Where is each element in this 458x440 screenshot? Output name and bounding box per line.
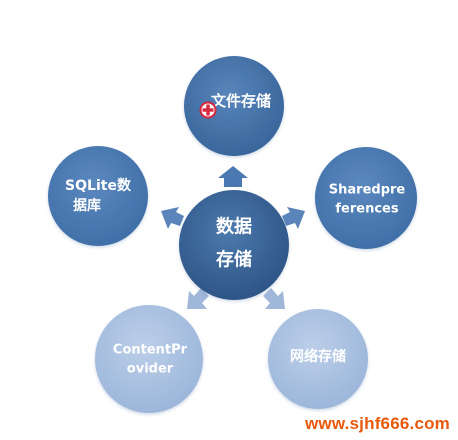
- node-center-label-line1: 数据: [216, 216, 252, 238]
- site-watermark: www.sjhf666.com: [304, 414, 450, 433]
- busy-cursor-icon: [199, 101, 217, 119]
- node-sharedpreferences: Sharedpre ferences: [315, 147, 417, 249]
- node-sharedpreferences-label-line2: ferences: [335, 202, 398, 217]
- node-network-storage: 网络存储: [268, 309, 368, 409]
- node-sharedpreferences-label-line1: Sharedpre: [329, 183, 406, 198]
- node-center-circle: [179, 190, 289, 300]
- arrow-to-file-storage: [218, 166, 248, 187]
- arrow-to-contentprovider: [187, 288, 209, 309]
- node-contentprovider-label-line1: ContentPr: [113, 343, 188, 358]
- arrow-to-sharedpreferences: [282, 207, 305, 229]
- node-sqlite-label-line1: SQLite数: [65, 177, 132, 194]
- node-sqlite-label-line2: 据库: [73, 197, 101, 214]
- node-sqlite-circle: [48, 146, 148, 246]
- node-sharedpreferences-circle: [315, 147, 417, 249]
- node-contentprovider-label-line2: ovider: [127, 362, 174, 377]
- node-contentprovider-circle: [95, 305, 203, 413]
- arrow-to-sqlite: [161, 207, 184, 229]
- node-network-storage-label: 网络存储: [290, 348, 346, 365]
- node-sqlite: SQLite数 据库: [48, 146, 148, 246]
- arrow-to-network-storage: [263, 288, 285, 309]
- node-contentprovider: ContentPr ovider: [95, 305, 203, 413]
- node-network-storage-circle: [268, 309, 368, 409]
- node-file-storage: 文件存储: [184, 56, 284, 156]
- node-file-storage-circle: [184, 56, 284, 156]
- node-center-data-storage: 数据 存储: [179, 190, 289, 300]
- node-file-storage-label: 文件存储: [211, 92, 271, 110]
- node-center-label-line2: 存储: [216, 249, 252, 271]
